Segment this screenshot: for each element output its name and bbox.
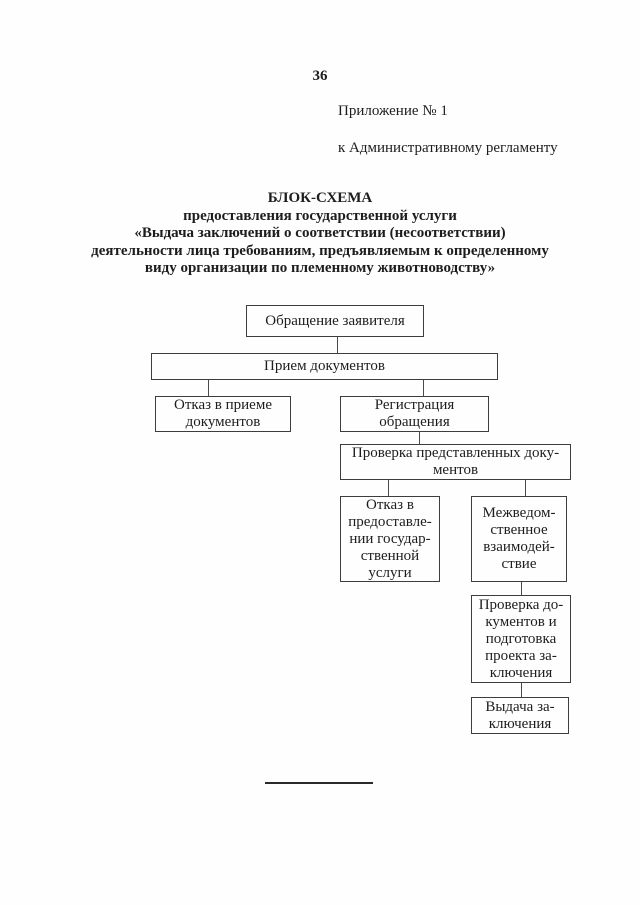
footer-rule bbox=[265, 782, 373, 784]
flow-node-reception: Прием документов bbox=[151, 353, 498, 380]
connector-interagency-checkdraft bbox=[521, 582, 522, 595]
connector-reception-registration bbox=[423, 380, 424, 396]
appendix-label: Приложение № 1 bbox=[338, 103, 448, 119]
title-line-2: предоставления государственной услуги bbox=[183, 207, 457, 224]
flow-node-refusal-reception: Отказ в приеме документов bbox=[155, 396, 291, 432]
title-line-5: виду организации по племенному животново… bbox=[144, 260, 496, 276]
connector-applicant-reception bbox=[337, 337, 338, 353]
flow-node-applicant: Обращение заявителя bbox=[246, 305, 424, 337]
connector-check-refusal-service bbox=[388, 480, 389, 496]
flow-node-refusal-service: Отказ в предоставле- нии государ- ственн… bbox=[340, 496, 440, 582]
title-line-1: БЛОК-СХЕМА bbox=[267, 190, 373, 206]
flow-node-check-documents: Проверка представленных доку- ментов bbox=[340, 444, 571, 480]
flow-node-registration: Регистрация обращения bbox=[340, 396, 489, 432]
connector-check-interagency bbox=[525, 480, 526, 496]
title-line-3: «Выдача заключений о соответствии (несоо… bbox=[134, 225, 506, 241]
flow-node-check-and-draft: Проверка до- кументов и подготовка проек… bbox=[471, 595, 571, 683]
appendix-reference: к Административному регламенту bbox=[338, 140, 558, 156]
page-number: 36 bbox=[312, 68, 328, 84]
document-title: БЛОК-СХЕМА предоставления государственно… bbox=[40, 190, 600, 278]
connector-registration-check bbox=[419, 432, 420, 444]
title-line-4: деятельности лица требованиям, предъявля… bbox=[91, 242, 549, 259]
connector-reception-refusal bbox=[208, 380, 209, 396]
flow-node-interagency: Межведом- ственное взаимодей- ствие bbox=[471, 496, 567, 582]
flow-node-issue-conclusion: Выдача за- ключения bbox=[471, 697, 569, 734]
connector-checkdraft-issue bbox=[521, 683, 522, 697]
